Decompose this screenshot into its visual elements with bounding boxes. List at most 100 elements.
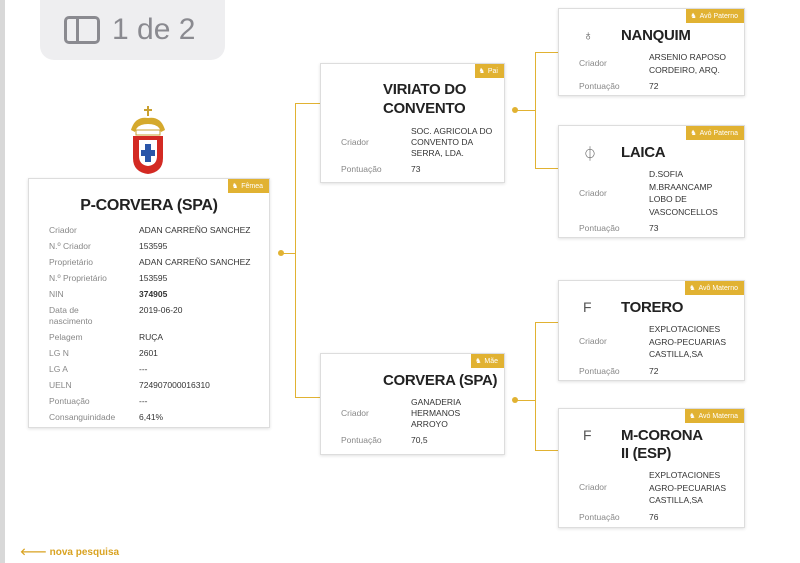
field-label: UELN: [49, 380, 72, 390]
horse-icon: ♞: [478, 68, 485, 75]
field-label: Criador: [341, 137, 369, 147]
window-edge: [0, 0, 5, 563]
horse-icon: ♞: [689, 413, 696, 420]
field-value: 153595: [139, 273, 168, 283]
field-row: Pelagem RUÇA: [49, 332, 269, 343]
field-value: 374905: [139, 289, 168, 299]
connector-line: [295, 103, 296, 398]
relation-badge: ♞Mãe: [471, 354, 504, 368]
field-value: 724907000016310: [139, 380, 210, 390]
field-value: GANADERIA HERMANOS ARROYO: [411, 397, 461, 429]
sex-badge: ♞Fêmea: [227, 179, 269, 193]
field-label: Consanguinidade: [49, 412, 116, 422]
connector-line: [295, 103, 320, 104]
new-search-link[interactable]: 🡐 nova pesquisa: [20, 547, 120, 558]
relation-badge: ♞Pai: [474, 64, 504, 78]
brand-mark-icon: ♁: [583, 27, 594, 43]
sidebar-icon: [64, 16, 100, 44]
field-value: 73: [649, 223, 659, 233]
connector-line: [535, 450, 558, 451]
field-label: Criador: [341, 408, 369, 418]
animal-name: P-CORVERA (SPA): [80, 197, 218, 214]
animal-name: VIRIATO DO CONVENTO: [383, 81, 467, 117]
animal-card-grandparent[interactable]: ♞Avô Materno F TORERO Criador EXPLOTACION…: [558, 280, 745, 381]
field-value: ---: [139, 364, 148, 374]
field-label: Pontuação: [579, 223, 620, 233]
field-value: 72: [649, 365, 659, 376]
field-label: N.º Criador: [49, 241, 91, 251]
connector-line: [535, 52, 558, 53]
field-value: 73: [411, 164, 421, 174]
field-label: Pontuação: [579, 81, 620, 91]
field-value: ADAN CARREÑO SANCHEZ: [139, 257, 251, 267]
field-row: Consanguinidade 6,41%: [49, 412, 269, 423]
field-row: LG N 2601: [49, 348, 269, 359]
field-row: Pontuação ---: [49, 396, 269, 407]
animal-card-father[interactable]: ♞Pai VIRIATO DO CONVENTO Criador SOC. AGR…: [320, 63, 505, 183]
animal-card-grandparent[interactable]: ♞Avó Materna F M-CORONA II (ESP) Criador…: [558, 408, 745, 528]
field-value: SOC. AGRICOLA DO CONVENTO DA SERRA, LDA.: [411, 126, 493, 158]
page-indicator[interactable]: 1 de 2: [40, 0, 225, 60]
field-value: ---: [139, 396, 148, 406]
field-label: Criador: [579, 336, 607, 347]
animal-name: TORERO: [621, 299, 684, 316]
field-row: LG A ---: [49, 364, 269, 375]
brand-mark-icon: F: [583, 299, 592, 315]
animal-name: M-CORONA II (ESP): [621, 427, 703, 462]
connector-line: [535, 168, 558, 169]
field-row: Criador ADAN CARREÑO SANCHEZ: [49, 225, 269, 236]
association-crest-logo: [131, 106, 165, 174]
field-value: EXPLOTACIONES AGRO-PECUARIAS CASTILLA,SA: [649, 324, 726, 359]
field-label: Pontuação: [579, 365, 620, 376]
field-value: RUÇA: [139, 332, 164, 342]
field-row: N.º Proprietário 153595: [49, 273, 269, 284]
field-label: LG A: [49, 364, 68, 374]
animal-name: LAICA: [621, 144, 666, 161]
relation-badge: ♞Avó Paterna: [686, 126, 744, 140]
field-value: 72: [649, 81, 659, 91]
field-label: Criador: [579, 482, 607, 493]
connector-line: [535, 322, 536, 450]
brand-mark-icon: ⏀: [583, 146, 597, 162]
field-value: 76: [649, 511, 659, 522]
field-row: UELN 724907000016310: [49, 380, 269, 391]
brand-mark-icon: F: [583, 427, 592, 443]
horse-icon: ♞: [690, 130, 697, 137]
field-value: 153595: [139, 241, 168, 251]
horse-icon: ♞: [689, 285, 696, 292]
field-label: Pontuação: [341, 164, 382, 174]
field-value: 2601: [139, 348, 158, 358]
field-row: N.º Criador 153595: [49, 241, 269, 252]
field-value: 6,41%: [139, 412, 164, 422]
field-label: Proprietário: [49, 257, 93, 267]
field-value: 70,5: [411, 435, 428, 445]
horse-icon: ♞: [231, 183, 239, 190]
connector-line: [515, 110, 535, 111]
connector-line: [281, 253, 295, 254]
field-label: LG N: [49, 348, 69, 358]
field-label: Data de nascimento: [49, 305, 93, 326]
horse-icon: ♞: [475, 358, 482, 365]
animal-name: CORVERA (SPA): [383, 372, 498, 389]
field-row: Data de nascimento 2019-06-20: [49, 305, 269, 327]
field-value: ARSENIO RAPOSO CORDEIRO, ARQ.: [649, 52, 726, 75]
field-label: Pelagem: [49, 332, 83, 342]
animal-card-mother[interactable]: ♞Mãe CORVERA (SPA) Criador GANADERIA HERM…: [320, 353, 505, 455]
field-label: Pontuação: [579, 511, 620, 522]
field-label: N.º Proprietário: [49, 273, 107, 283]
field-value: ADAN CARREÑO SANCHEZ: [139, 225, 251, 235]
connector-line: [295, 397, 320, 398]
field-value: 2019-06-20: [139, 305, 183, 315]
field-label: Criador: [579, 58, 607, 68]
field-label: Pontuação: [49, 396, 90, 406]
field-value: D.SOFIA M.BRAANCAMP LOBO DE VASCONCELLOS: [649, 169, 718, 217]
field-value: EXPLOTACIONES AGRO-PECUARIAS CASTILLA,SA: [649, 470, 726, 505]
relation-badge: ♞Avô Materno: [685, 281, 744, 295]
field-label: Criador: [49, 225, 77, 235]
connector-line: [515, 400, 535, 401]
page-indicator-text: 1 de 2: [112, 13, 196, 46]
